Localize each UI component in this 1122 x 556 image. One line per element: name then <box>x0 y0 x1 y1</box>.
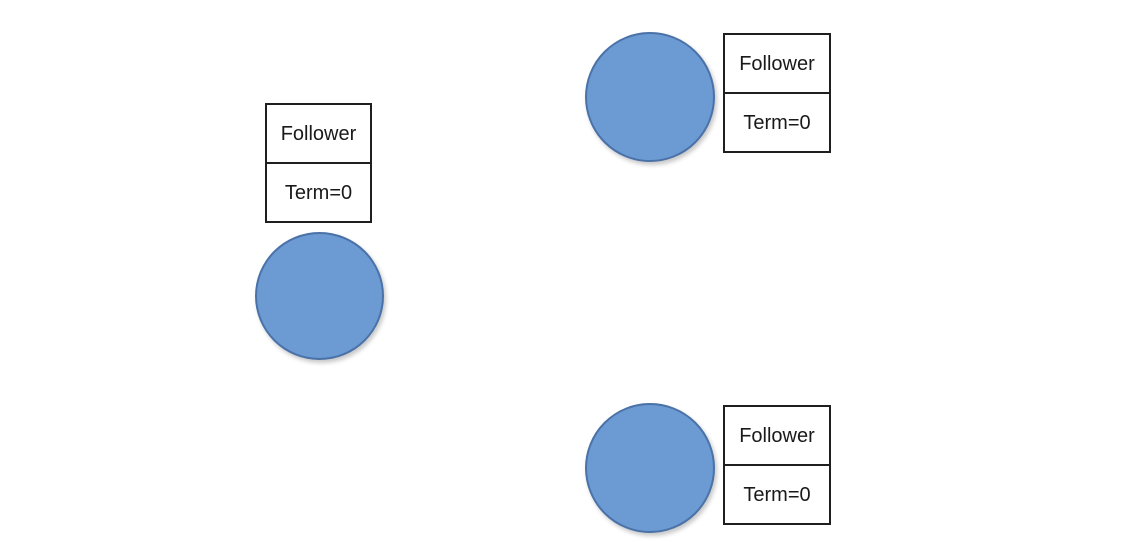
node-state-label-box: Follower Term=0 <box>265 103 372 223</box>
node-state-label: Follower <box>725 407 829 466</box>
node-term-label: Term=0 <box>743 483 811 506</box>
node-state-label: Follower <box>267 105 370 164</box>
node-state-label-box: Follower Term=0 <box>723 33 831 153</box>
server-node-circle <box>585 32 715 162</box>
server-node-circle <box>255 232 384 360</box>
node-term-label: Term=0 <box>284 181 353 204</box>
node-term-label: Term=0 <box>743 111 811 134</box>
server-node-circle <box>585 403 715 533</box>
node-state-label-box: Follower Term=0 <box>723 405 831 525</box>
node-state-label: Follower <box>725 35 829 94</box>
